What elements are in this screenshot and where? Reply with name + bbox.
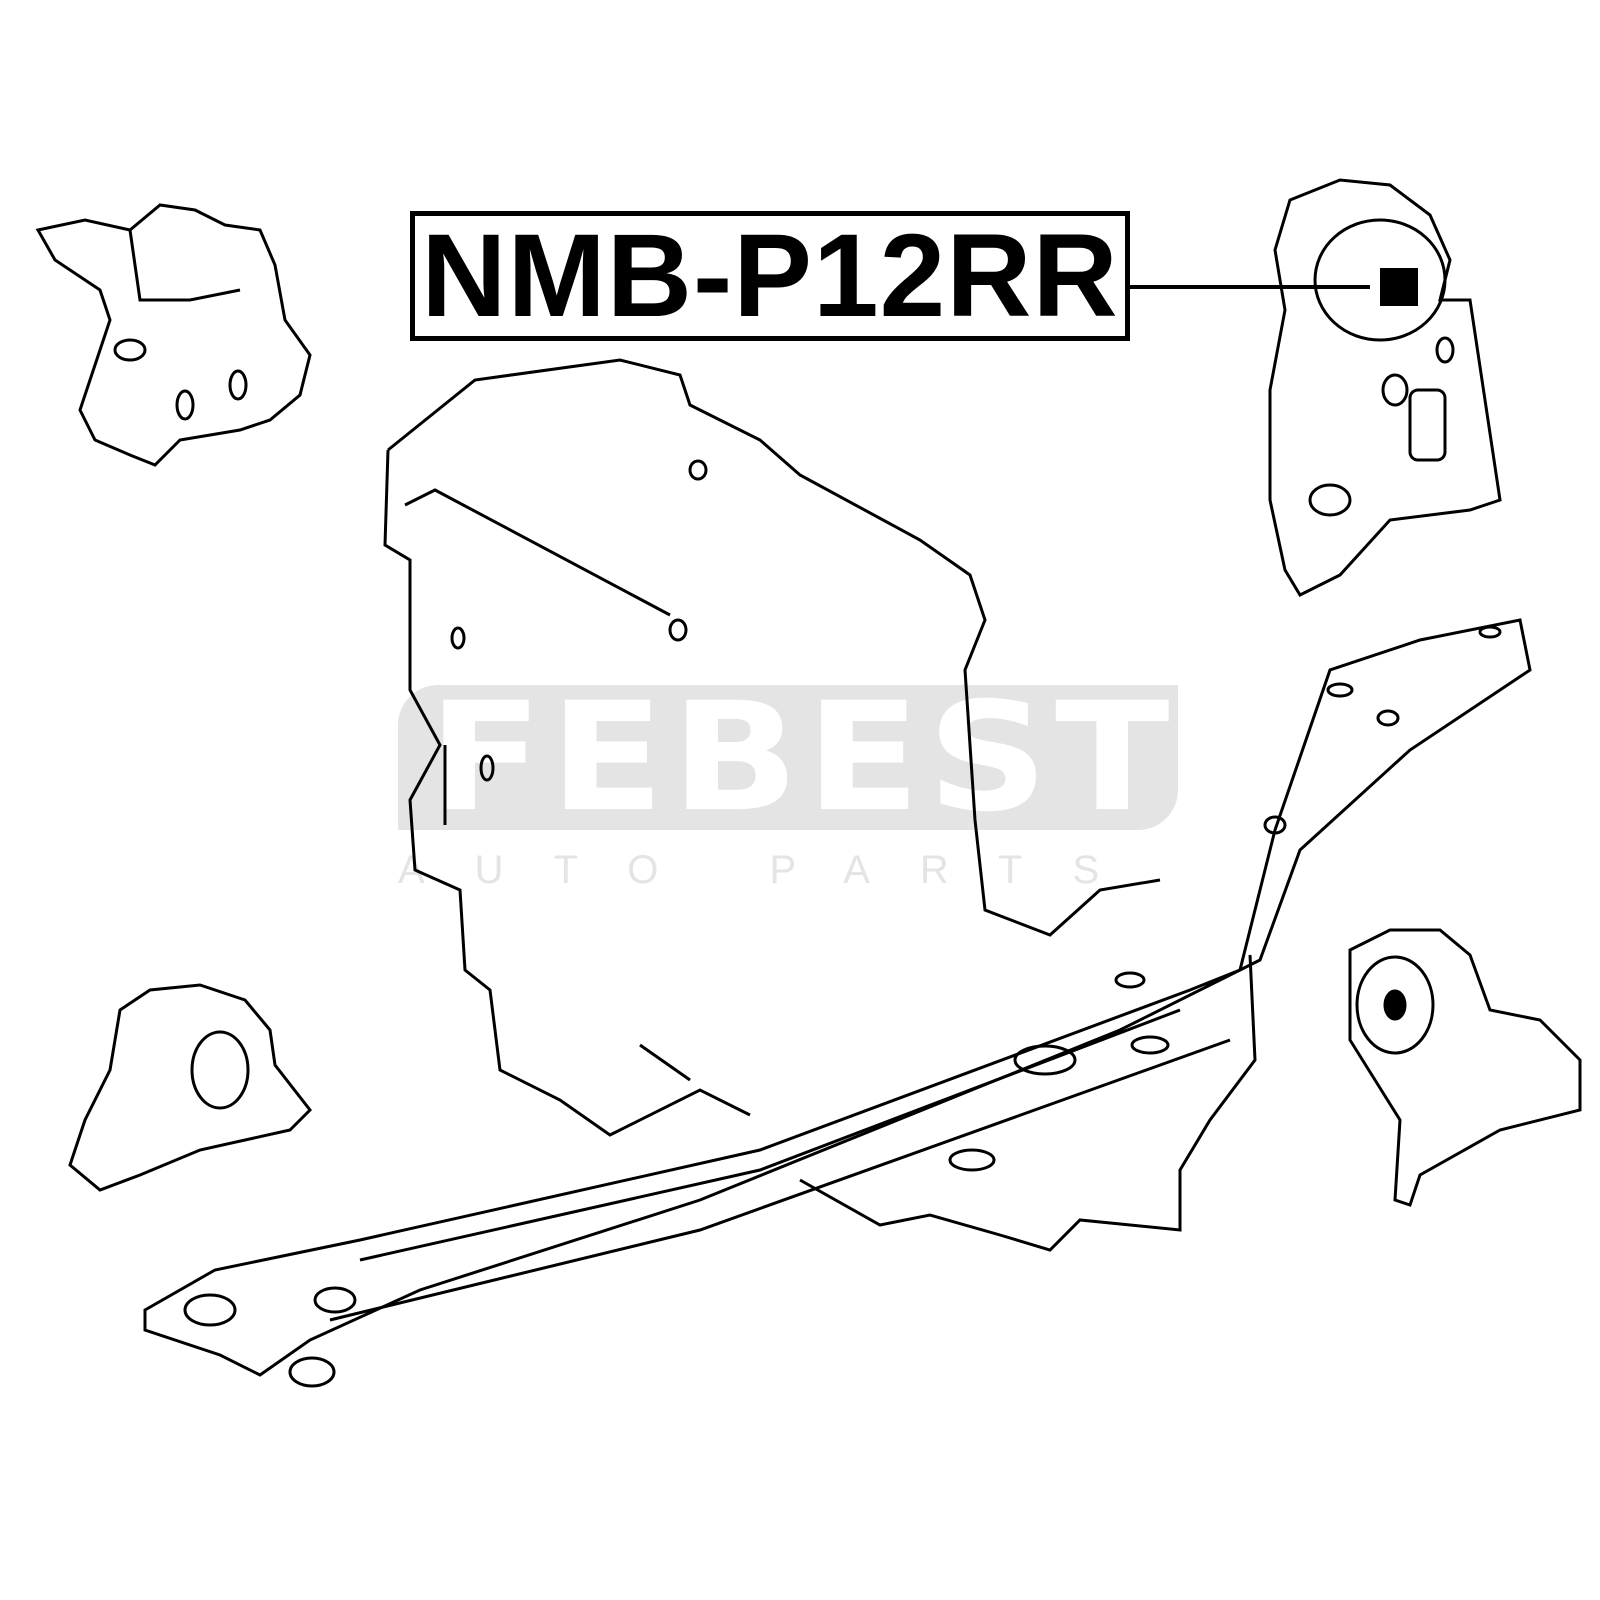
- part-marker: [1380, 268, 1418, 306]
- watermark-brand: FEBEST: [428, 671, 1177, 845]
- crossmember: [143, 618, 1532, 1377]
- mount-bottom-right: [1348, 928, 1582, 1207]
- engine-left-side: [383, 449, 751, 1137]
- mount-top-right: [1268, 178, 1502, 597]
- mount-bottom-left: [68, 983, 312, 1192]
- watermark-logo: FEBEST: [398, 671, 1178, 845]
- mount-top-left: [35, 203, 312, 467]
- part-number: NMB-P12RR: [421, 210, 1119, 342]
- engine-outline: [387, 358, 1161, 937]
- part-number-label: NMB-P12RR: [410, 211, 1130, 341]
